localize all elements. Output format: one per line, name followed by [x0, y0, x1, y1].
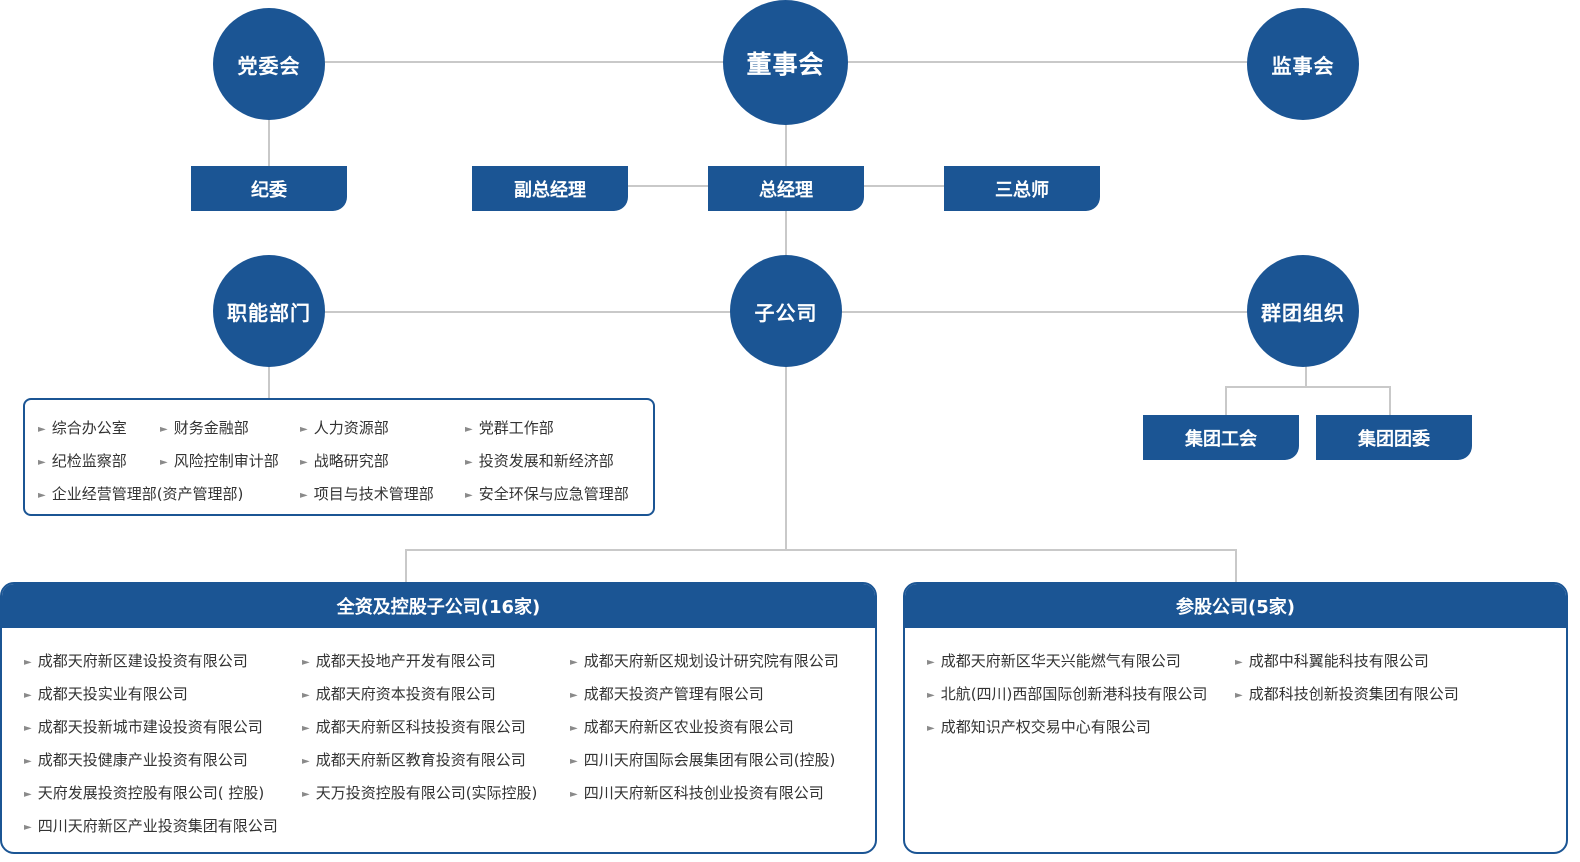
youth-league-node: 集团团委 — [1316, 415, 1472, 460]
list-item: ►党群工作部 — [465, 419, 554, 437]
equity-participation-title: 参股公司(5家) — [905, 584, 1566, 628]
equity-participation-panel: 参股公司(5家) ►成都天府新区华天兴能燃气有限公司 ►成都中科翼能科技有限公司… — [903, 582, 1568, 854]
list-item: ►成都天府新区规划设计研究院有限公司 — [570, 652, 839, 670]
arrow-icon: ► — [24, 789, 32, 800]
list-item: ►成都天府新区教育投资有限公司 — [302, 751, 526, 769]
arrow-icon: ► — [300, 490, 308, 501]
arrow-icon: ► — [302, 789, 310, 800]
list-item: ►北航(四川)西部国际创新港科技有限公司 — [927, 685, 1208, 703]
list-item: ►成都科技创新投资集团有限公司 — [1235, 685, 1459, 703]
list-item: ►纪检监察部 — [38, 452, 127, 470]
arrow-icon: ► — [38, 424, 46, 435]
gm-node: 总经理 — [708, 166, 864, 211]
arrow-icon: ► — [570, 657, 578, 668]
list-item: ►成都中科翼能科技有限公司 — [1235, 652, 1429, 670]
list-item: ►成都知识产权交易中心有限公司 — [927, 718, 1151, 736]
arrow-icon: ► — [300, 457, 308, 468]
list-item: ►成都天府新区农业投资有限公司 — [570, 718, 794, 736]
list-item: ►综合办公室 — [38, 419, 127, 437]
arrow-icon: ► — [302, 756, 310, 767]
list-item: ►安全环保与应急管理部 — [465, 485, 629, 503]
list-item: ►企业经营管理部(资产管理部) — [38, 485, 244, 503]
connector-line — [1225, 386, 1227, 415]
arrow-icon: ► — [927, 657, 935, 668]
arrow-icon: ► — [570, 756, 578, 767]
arrow-icon: ► — [465, 424, 473, 435]
arrow-icon: ► — [570, 723, 578, 734]
connector-line — [1305, 366, 1307, 387]
list-item: ►财务金融部 — [160, 419, 249, 437]
list-item: ►成都天投资产管理有限公司 — [570, 685, 764, 703]
arrow-icon: ► — [38, 490, 46, 501]
list-item: ►成都天府新区科技投资有限公司 — [302, 718, 526, 736]
arrow-icon: ► — [465, 490, 473, 501]
arrow-icon: ► — [1235, 690, 1243, 701]
connector-line — [1389, 386, 1391, 415]
arrow-icon: ► — [38, 457, 46, 468]
connector-line — [405, 549, 407, 583]
departments-box: ►综合办公室 ►财务金融部 ►人力资源部 ►党群工作部 ►纪检监察部 ►风险控制… — [23, 398, 655, 516]
three-chiefs-node: 三总师 — [944, 166, 1100, 211]
subsidiaries-node: 子公司 — [730, 255, 842, 367]
list-item: ►天府发展投资控股有限公司( 控股) — [24, 784, 265, 802]
list-item: ►成都天府新区华天兴能燃气有限公司 — [927, 652, 1181, 670]
list-item: ►人力资源部 — [300, 419, 389, 437]
arrow-icon: ► — [24, 756, 32, 767]
arrow-icon: ► — [465, 457, 473, 468]
arrow-icon: ► — [24, 690, 32, 701]
arrow-icon: ► — [927, 723, 935, 734]
arrow-icon: ► — [302, 657, 310, 668]
arrow-icon: ► — [160, 457, 168, 468]
connector-line — [1235, 549, 1237, 583]
list-item: ►成都天投地产开发有限公司 — [302, 652, 496, 670]
arrow-icon: ► — [570, 789, 578, 800]
arrow-icon: ► — [24, 822, 32, 833]
list-item: ►四川天府新区科技创业投资有限公司 — [570, 784, 824, 802]
arrow-icon: ► — [300, 424, 308, 435]
discipline-committee-node: 纪委 — [191, 166, 347, 211]
arrow-icon: ► — [1235, 657, 1243, 668]
list-item: ►成都天投新城市建设投资有限公司 — [24, 718, 263, 736]
arrow-icon: ► — [24, 723, 32, 734]
connector-line — [268, 118, 270, 166]
supervisory-board-node: 监事会 — [1247, 8, 1359, 120]
list-item: ►天万投资控股有限公司(实际控股) — [302, 784, 538, 802]
arrow-icon: ► — [24, 657, 32, 668]
list-item: ►成都天府新区建设投资有限公司 — [24, 652, 248, 670]
connector-line — [785, 366, 787, 550]
arrow-icon: ► — [302, 690, 310, 701]
list-item: ►成都天投实业有限公司 — [24, 685, 188, 703]
arrow-icon: ► — [927, 690, 935, 701]
party-committee-node: 党委会 — [213, 8, 325, 120]
wholly-owned-panel: 全资及控股子公司(16家) ►成都天府新区建设投资有限公司 ►成都天投地产开发有… — [0, 582, 877, 854]
trade-union-node: 集团工会 — [1143, 415, 1299, 460]
list-item: ►项目与技术管理部 — [300, 485, 434, 503]
list-item: ►四川天府新区产业投资集团有限公司 — [24, 817, 278, 835]
list-item: ►成都天府资本投资有限公司 — [302, 685, 496, 703]
arrow-icon: ► — [302, 723, 310, 734]
list-item: ►战略研究部 — [300, 452, 389, 470]
list-item: ►投资发展和新经济部 — [465, 452, 614, 470]
arrow-icon: ► — [570, 690, 578, 701]
deputy-gm-node: 副总经理 — [472, 166, 628, 211]
connector-line — [268, 366, 270, 399]
list-item: ►成都天投健康产业投资有限公司 — [24, 751, 248, 769]
list-item: ►四川天府国际会展集团有限公司(控股) — [570, 751, 836, 769]
wholly-owned-title: 全资及控股子公司(16家) — [2, 584, 875, 628]
functional-departments-node: 职能部门 — [213, 255, 325, 367]
board-node: 董事会 — [723, 0, 848, 125]
arrow-icon: ► — [160, 424, 168, 435]
list-item: ►风险控制审计部 — [160, 452, 279, 470]
connector-line — [405, 549, 1237, 551]
connector-line — [1225, 386, 1391, 388]
mass-organizations-node: 群团组织 — [1247, 255, 1359, 367]
